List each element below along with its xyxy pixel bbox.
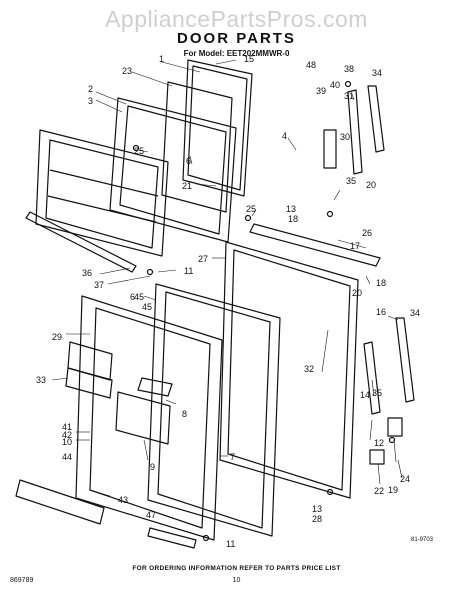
fresh-food-door-frame-inner <box>157 291 271 529</box>
fresh-food-gasket <box>219 241 359 499</box>
callout-31: 31 <box>344 91 354 101</box>
callout-36: 36 <box>82 268 92 278</box>
callout-20: 20 <box>366 180 376 190</box>
callout-47: 47 <box>146 510 156 520</box>
callout-42: 42 <box>62 430 72 440</box>
shim <box>369 449 385 465</box>
model-subtitle: For Model: EET202MMWR-0 <box>183 49 290 58</box>
fresh-food-door-liner-inner <box>89 307 211 529</box>
watermark: AppliancePartsPros.com <box>105 6 368 32</box>
callout-40: 40 <box>330 80 340 90</box>
freezer-door-panel <box>161 81 233 213</box>
callout-25-mid: 25 <box>246 204 256 214</box>
callout-19: 19 <box>388 485 398 495</box>
callout-43: 43 <box>118 495 128 505</box>
callout-6-lower: 6 <box>130 292 135 302</box>
bottom-trim <box>147 527 197 549</box>
callout-29: 29 <box>52 332 62 342</box>
egg-tray <box>137 377 173 397</box>
screw <box>202 534 210 542</box>
callout-1: 1 <box>159 54 164 64</box>
callout-13: 13 <box>286 204 296 214</box>
callout-35-lower: 35 <box>372 388 382 398</box>
callout-21: 21 <box>182 181 192 191</box>
freezer-door-liner-inner <box>45 139 159 249</box>
callout-8: 8 <box>182 409 187 419</box>
callout-30: 30 <box>340 132 350 142</box>
fresh-food-door-liner <box>75 295 223 541</box>
callout-20-lower: 20 <box>352 288 362 298</box>
callout-18: 18 <box>288 214 298 224</box>
callout-35: 35 <box>346 176 356 186</box>
callout-34: 34 <box>372 68 382 78</box>
callout-17: 17 <box>350 241 360 251</box>
callout-11-lower: 11 <box>226 539 235 549</box>
page-number: 10 <box>232 577 241 584</box>
callout-33: 33 <box>36 375 46 385</box>
callout-39: 39 <box>316 86 326 96</box>
screw <box>344 80 352 88</box>
callout-24: 24 <box>400 474 410 484</box>
lower-hinge <box>363 341 381 415</box>
dairy-bin <box>65 367 113 399</box>
ordering-note: FOR ORDERING INFORMATION REFER TO PARTS … <box>132 565 341 572</box>
fresh-food-door-frame <box>147 283 281 537</box>
callout-44: 44 <box>62 452 72 462</box>
callout-2: 2 <box>88 84 93 94</box>
callout-25: 25 <box>134 146 144 156</box>
fresh-food-gasket-inner <box>227 249 351 491</box>
callout-6: 6 <box>186 156 191 166</box>
freezer-shelf <box>49 169 159 197</box>
hinge-plate <box>323 129 337 169</box>
callout-16: 16 <box>376 307 386 317</box>
document-number: 869789 <box>10 577 34 584</box>
screw <box>326 488 334 496</box>
door-shelf-bar <box>15 479 105 525</box>
freezer-gasket <box>182 59 253 197</box>
callout-26: 26 <box>362 228 372 238</box>
freezer-gasket-inner <box>187 65 248 191</box>
callout-18-right: 18 <box>376 278 386 288</box>
callout-10: 10 <box>62 437 72 447</box>
divider-strip <box>25 211 137 273</box>
callout-12: 12 <box>374 438 384 448</box>
callout-38: 38 <box>344 64 354 74</box>
hinge-bracket <box>347 89 363 175</box>
callout-27: 27 <box>198 254 208 264</box>
callout-14: 14 <box>360 390 370 400</box>
callout-4: 4 <box>282 131 287 141</box>
screw <box>146 268 154 276</box>
callout-48: 48 <box>306 60 316 70</box>
page-title: DOOR PARTS <box>177 30 296 47</box>
handle-freezer <box>367 85 385 153</box>
callout-22: 22 <box>374 486 384 496</box>
callout-32: 32 <box>304 364 314 374</box>
callout-45: 45 <box>142 302 152 312</box>
screw <box>132 144 140 152</box>
screw <box>326 210 334 218</box>
fresh-food-door-top <box>249 223 381 267</box>
handle-fresh-food <box>395 317 415 403</box>
door-bin <box>115 391 171 445</box>
callout-41: 41 <box>62 422 72 432</box>
callout-37: 37 <box>94 280 104 290</box>
callout-13-lower: 13 <box>312 504 322 514</box>
callout-3: 3 <box>88 96 93 106</box>
callout-11: 11 <box>184 266 193 276</box>
callout-9: 9 <box>150 462 155 472</box>
callout-15: 15 <box>244 54 254 64</box>
callout-23: 23 <box>122 66 132 76</box>
diagram-code: 81-9703 <box>411 537 434 543</box>
freezer-shelf <box>47 195 157 223</box>
callout-7: 7 <box>230 452 235 462</box>
callout-28: 28 <box>312 514 322 524</box>
callout-34-lower: 34 <box>410 308 420 318</box>
screw <box>244 214 252 222</box>
callout-5: 45 <box>134 292 144 302</box>
screw <box>388 436 396 444</box>
freezer-door-frame-inner <box>119 105 227 235</box>
freezer-door-liner <box>35 129 169 257</box>
hinge-cam <box>387 417 403 437</box>
